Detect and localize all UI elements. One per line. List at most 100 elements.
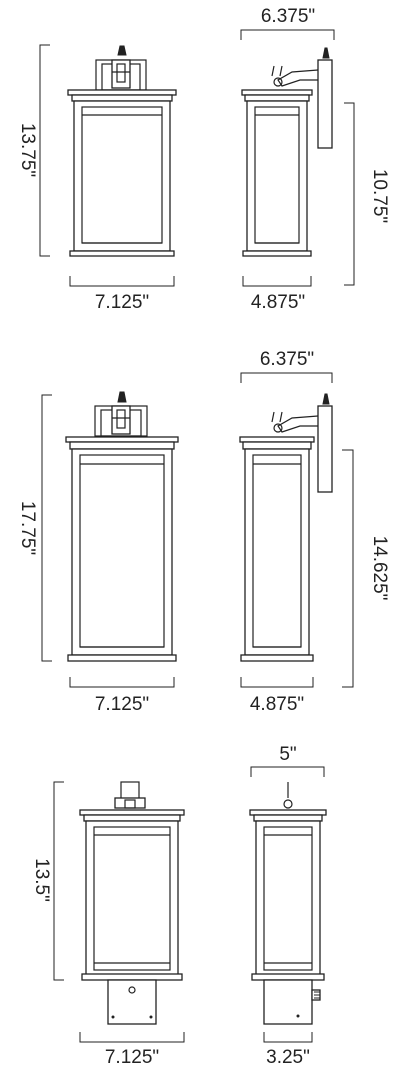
bracket-hub-inner — [116, 63, 126, 83]
lantern-roof — [253, 814, 323, 822]
small-wall-front-view — [67, 45, 177, 257]
dimension-bracket — [344, 102, 355, 286]
small-wall-lantern-section: 13.75" 7.125" 6.375" — [17, 6, 390, 313]
lantern-glass — [263, 826, 313, 971]
width-label: 7.125" — [95, 694, 149, 715]
dimension-bracket — [240, 677, 314, 688]
dimension-bracket — [263, 1032, 313, 1043]
large-wall-lantern-section: 17.75" 7.125" 6.375" 4.875" — [17, 349, 390, 715]
post-front-width-dimension: 7.125" — [79, 1032, 185, 1068]
lantern-roof-top — [239, 436, 315, 443]
small-wall-height-dimension: 13.75" — [17, 44, 50, 257]
mount-screw — [128, 986, 136, 994]
large-wall-front-view — [65, 391, 179, 662]
depth-label: 6.375" — [261, 6, 315, 27]
lantern-roof-top — [65, 436, 179, 443]
depth-label: 6.375" — [260, 349, 314, 370]
post-lantern-section: 13.5" 7.125" 5" — [31, 744, 327, 1068]
post-side-view — [249, 782, 327, 1025]
mount-rivet — [111, 1015, 115, 1019]
height-label: 10.75" — [369, 169, 390, 223]
wall-plate — [317, 59, 333, 149]
wall-plate — [317, 405, 333, 493]
dimension-bracket — [39, 44, 50, 257]
large-wall-side-width-dimension: 4.875" — [240, 677, 314, 715]
arm-knuckle — [273, 423, 283, 433]
hanger — [271, 65, 283, 77]
small-wall-side-view — [241, 47, 333, 257]
height-label: 17.75" — [17, 501, 38, 555]
small-wall-side-width-dimension: 4.875" — [242, 276, 312, 313]
lantern-roof — [69, 441, 175, 450]
width-label: 4.875" — [250, 694, 304, 715]
dimension-bracket — [41, 394, 52, 662]
lantern-base — [242, 250, 312, 257]
small-wall-side-depth-dimension: 6.375" — [240, 6, 335, 40]
height-label: 14.625" — [369, 536, 390, 601]
lantern-base — [69, 250, 175, 257]
post-mount — [263, 979, 313, 1025]
small-wall-front-width-dimension: 7.125" — [69, 276, 175, 313]
lantern-body — [85, 820, 179, 979]
height-label: 13.75" — [17, 123, 38, 177]
lantern-roof-top — [241, 89, 313, 96]
large-wall-front-width-dimension: 7.125" — [69, 677, 175, 715]
dimension-bracket — [53, 781, 64, 981]
dimension-bracket — [250, 766, 325, 777]
mount-rivet — [149, 1015, 153, 1019]
height-label: 13.5" — [31, 858, 52, 902]
support-arm — [277, 69, 319, 87]
lantern-roof — [242, 441, 312, 450]
lantern-glass — [93, 826, 171, 971]
post-side-width-dimension: 3.25" — [263, 1032, 313, 1068]
width-label: 3.25" — [266, 1047, 310, 1068]
post-front-view — [79, 781, 185, 1025]
handle-mount-inner — [124, 799, 136, 809]
dimension-bracket — [79, 1032, 185, 1043]
large-wall-side-view — [239, 393, 333, 662]
lantern-body — [73, 100, 171, 252]
large-wall-side-depth-dimension: 6.375" — [240, 349, 333, 383]
small-wall-side-height-dimension: 10.75" — [344, 102, 390, 286]
lantern-body — [244, 448, 310, 656]
width-label: 7.125" — [105, 1047, 159, 1068]
lantern-roof — [244, 94, 310, 102]
lantern-roof-top — [79, 809, 185, 816]
post-height-dimension: 13.5" — [31, 781, 64, 981]
lantern-roof-top — [67, 89, 177, 96]
lantern-body — [255, 820, 321, 979]
width-label: 7.125" — [95, 292, 149, 313]
depth-label: 5" — [279, 744, 296, 765]
width-label: 4.875" — [251, 292, 305, 313]
dimension-bracket — [242, 276, 312, 287]
bracket-hub-inner — [116, 409, 126, 429]
lantern-base — [81, 973, 183, 981]
mount-rivet — [296, 1014, 300, 1018]
large-wall-height-dimension: 17.75" — [17, 394, 52, 662]
dimension-bracket — [69, 276, 175, 287]
lantern-base — [240, 654, 314, 662]
finial — [322, 393, 330, 405]
support-arm — [277, 415, 319, 433]
dimension-bracket — [69, 677, 175, 688]
lantern-body — [71, 448, 173, 656]
hanger — [271, 411, 283, 423]
large-wall-side-height-dimension: 14.625" — [342, 449, 390, 688]
top-handle — [120, 781, 140, 801]
lantern-roof — [83, 814, 181, 822]
lantern-roof-top — [249, 809, 327, 816]
post-side-depth-dimension: 5" — [250, 744, 325, 777]
lantern-base — [67, 654, 177, 662]
lantern-base — [251, 973, 325, 981]
finial — [322, 47, 330, 59]
dimension-bracket — [342, 449, 354, 688]
finial — [117, 45, 127, 56]
dimension-bracket — [240, 29, 335, 40]
finial — [117, 391, 127, 403]
lantern-roof — [71, 94, 173, 102]
dimension-bracket — [240, 372, 333, 383]
finial-knob — [283, 799, 293, 809]
lantern-body — [246, 100, 308, 252]
